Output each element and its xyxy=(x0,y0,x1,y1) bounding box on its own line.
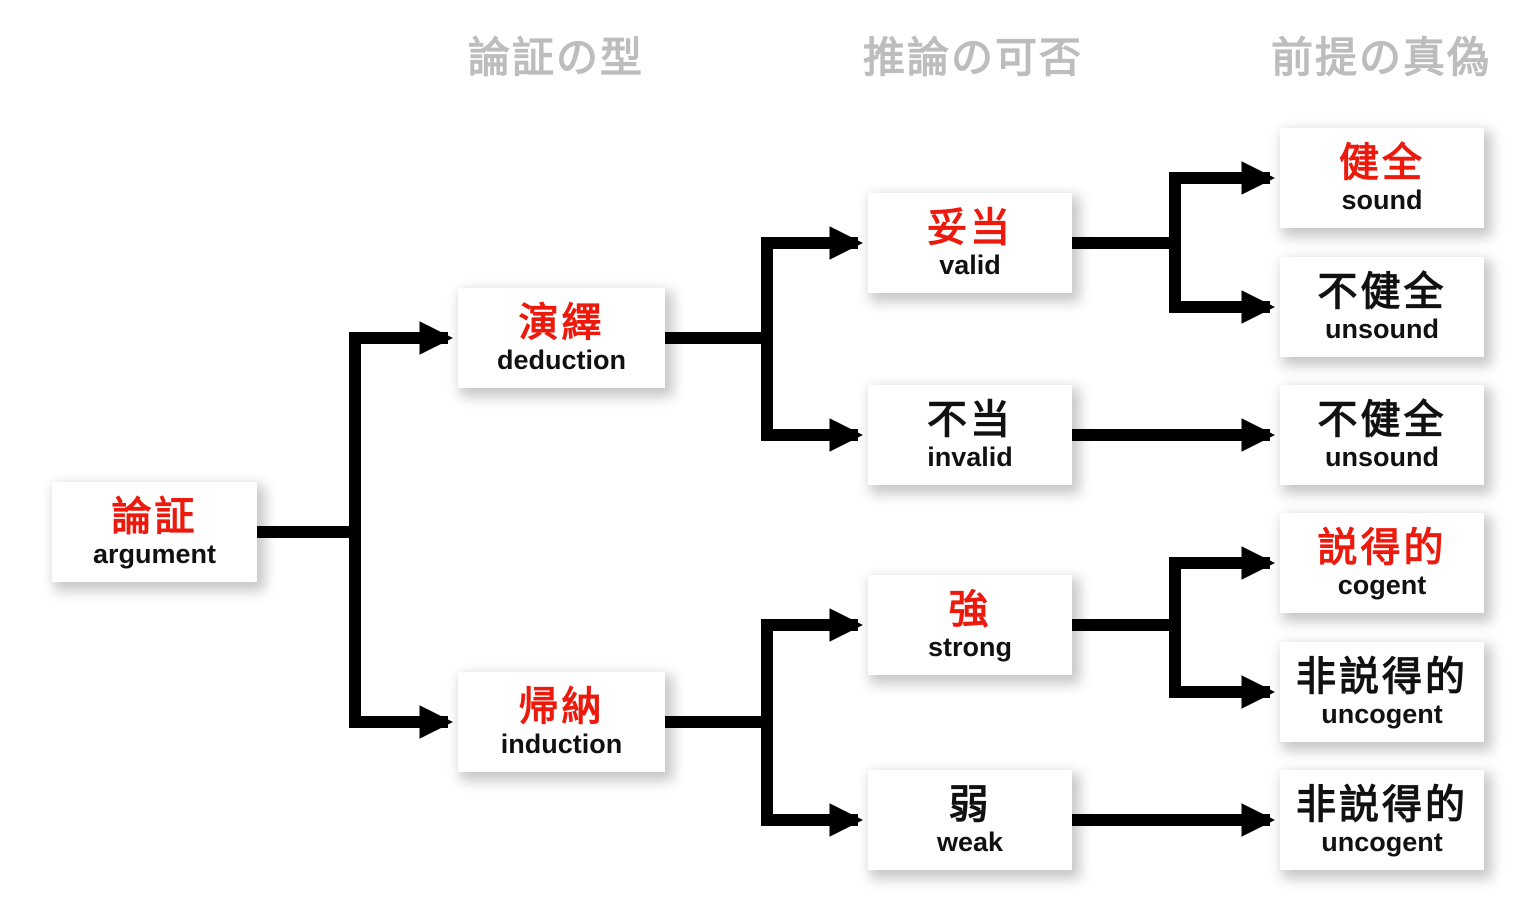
edge-valid-unsound xyxy=(1169,243,1276,324)
node-strong-en: strong xyxy=(928,631,1012,662)
column-header-inference-validity: 推論の可否 xyxy=(862,34,1083,81)
edge-strong-cogent xyxy=(1169,546,1276,625)
node-argument: 論証 argument xyxy=(52,482,257,582)
node-uncogent-lower: 非説得的 uncogent xyxy=(1280,770,1484,870)
node-uncogent-upper-en: uncogent xyxy=(1321,698,1443,729)
node-induction-jp: 帰納 xyxy=(518,684,605,729)
node-cogent-en: cogent xyxy=(1337,569,1427,600)
node-uncogent-upper-jp: 非説得的 xyxy=(1296,654,1468,699)
node-cogent-jp: 説得的 xyxy=(1317,525,1447,570)
node-sound-en: sound xyxy=(1341,184,1423,215)
node-argument-en: argument xyxy=(92,538,217,569)
node-unsound-lower: 不健全 unsound xyxy=(1280,385,1484,485)
node-uncogent-lower-en: uncogent xyxy=(1321,826,1443,857)
node-unsound-lower-jp: 不健全 xyxy=(1317,397,1447,442)
node-deduction-en: deduction xyxy=(497,344,626,375)
node-uncogent-upper: 非説得的 uncogent xyxy=(1280,642,1484,742)
node-argument-jp: 論証 xyxy=(111,494,198,539)
node-sound-jp: 健全 xyxy=(1339,140,1425,185)
node-invalid-jp: 不当 xyxy=(927,397,1013,442)
edge-deduction-invalid xyxy=(761,338,864,452)
edge-argument-deduction xyxy=(349,321,454,532)
node-valid-en: valid xyxy=(939,249,1001,280)
column-header-argument-type: 論証の型 xyxy=(467,34,644,81)
node-induction: 帰納 induction xyxy=(458,672,665,772)
column-header-premise-truth: 前提の真偽 xyxy=(1270,34,1491,81)
node-strong: 強 strong xyxy=(868,575,1072,675)
node-unsound-lower-en: unsound xyxy=(1325,441,1439,472)
node-weak-en: weak xyxy=(936,826,1004,857)
edge-argument-induction xyxy=(349,532,454,739)
node-cogent: 説得的 cogent xyxy=(1280,513,1484,613)
node-unsound-upper: 不健全 unsound xyxy=(1280,257,1484,357)
edge-induction-strong xyxy=(761,608,864,722)
edge-strong-uncogent xyxy=(1169,625,1276,709)
node-unsound-upper-en: unsound xyxy=(1325,313,1439,344)
node-weak-jp: 弱 xyxy=(948,782,992,827)
node-invalid-en: invalid xyxy=(927,441,1013,472)
node-deduction: 演繹 deduction xyxy=(458,288,665,388)
node-deduction-jp: 演繹 xyxy=(518,300,605,345)
node-sound: 健全 sound xyxy=(1280,128,1484,228)
edge-valid-sound xyxy=(1169,161,1276,243)
node-induction-en: induction xyxy=(500,728,623,759)
node-valid-jp: 妥当 xyxy=(927,205,1013,250)
node-weak: 弱 weak xyxy=(868,770,1072,870)
node-invalid: 不当 invalid xyxy=(868,385,1072,485)
node-valid: 妥当 valid xyxy=(868,193,1072,293)
edge-deduction-valid xyxy=(761,226,864,338)
node-uncogent-lower-jp: 非説得的 xyxy=(1296,782,1468,827)
edge-induction-weak xyxy=(761,722,864,837)
node-strong-jp: 強 xyxy=(948,587,992,632)
node-unsound-upper-jp: 不健全 xyxy=(1317,269,1447,314)
